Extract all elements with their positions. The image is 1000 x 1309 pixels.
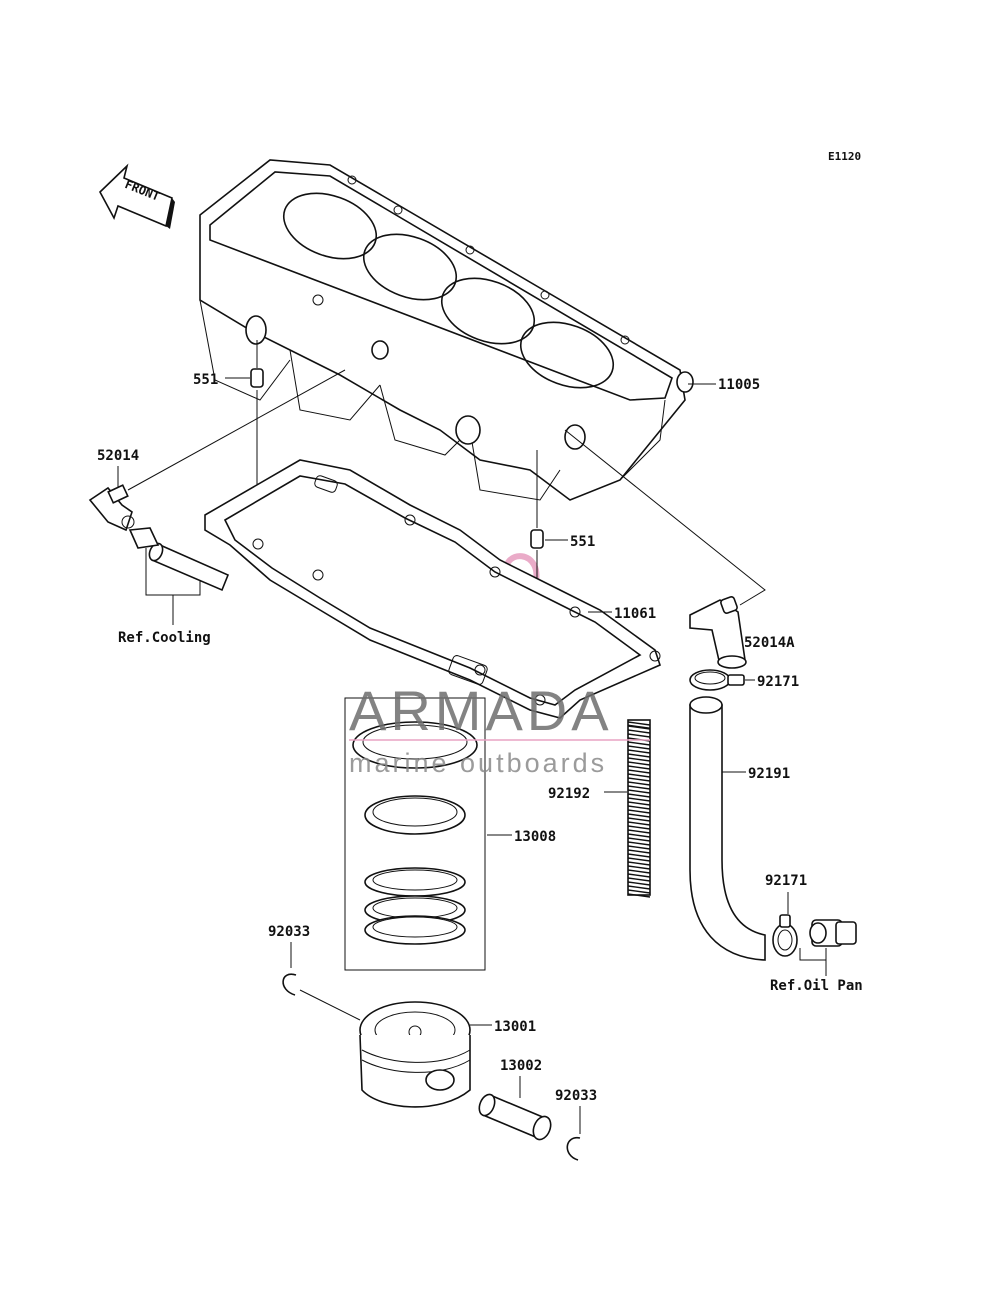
spring-coil-line: [627, 857, 651, 862]
part-label-92171-lower[interactable]: 92171: [765, 873, 807, 889]
part-label-551-lower[interactable]: 551: [570, 534, 595, 550]
dowel-pin-upper[interactable]: [250, 368, 264, 388]
spring-coil-line: [627, 745, 651, 750]
front-arrow-icon: FRONT: [99, 163, 175, 229]
part-label-92033-right[interactable]: 92033: [555, 1088, 597, 1104]
spring-coil-line: [627, 889, 651, 894]
part-label-13008[interactable]: 13008: [514, 829, 556, 845]
spring-coil-line: [627, 873, 651, 878]
spring-coil-line: [627, 789, 651, 794]
part-label-92191[interactable]: 92191: [748, 766, 790, 782]
spring-coil-line: [627, 841, 651, 846]
spring-coil-line: [627, 869, 651, 874]
spring-coil-line: [627, 817, 651, 822]
cooling-hose[interactable]: [128, 527, 230, 592]
spring-coil-line: [627, 733, 651, 738]
spring-coil-line: [627, 861, 651, 866]
diagram-code: E1120: [828, 150, 861, 163]
spring-coil-line: [627, 777, 651, 782]
circlip-left[interactable]: [282, 973, 297, 996]
part-label-92033-left[interactable]: 92033: [268, 924, 310, 940]
spring-coil-line: [627, 757, 651, 762]
elbow-fitting-52014a[interactable]: [689, 596, 747, 669]
watermark-tagline: marine outboards: [349, 748, 607, 778]
part-label-52014[interactable]: 52014: [97, 448, 139, 464]
spring-coil-line: [627, 885, 651, 890]
head-gasket[interactable]: [204, 459, 661, 719]
spring-coil-line: [627, 765, 651, 770]
dowel-pin-lower[interactable]: [530, 529, 544, 549]
spring-coil-line: [627, 845, 651, 850]
spring-coil-line: [627, 813, 651, 818]
piston-ring-set[interactable]: [352, 721, 478, 945]
part-label-11005[interactable]: 11005: [718, 377, 760, 393]
spring-coil-line: [627, 801, 651, 806]
oil-pan-fitting[interactable]: [809, 919, 857, 947]
spring-coil-line: [627, 881, 651, 886]
spring-coil-line: [627, 797, 651, 802]
spring-coil-line: [627, 805, 651, 810]
ref-oil-pan-label: Ref.Oil Pan: [770, 978, 863, 994]
spring-coil-line: [627, 865, 651, 870]
ref-cooling-label: Ref.Cooling: [118, 630, 211, 646]
spring-coil-line: [627, 741, 651, 746]
piston-ring-set-box: [344, 697, 486, 971]
piston[interactable]: [359, 1001, 471, 1108]
spring-coil-line: [627, 725, 651, 730]
oil-hose-92191[interactable]: [689, 696, 766, 961]
spring-coil-line: [627, 825, 651, 830]
spring-coil-line: [627, 749, 651, 754]
spring-coil-line: [627, 753, 651, 758]
spring-coil-line: [627, 893, 651, 898]
spring-coil-line: [627, 821, 651, 826]
spring-coil-line: [627, 849, 651, 854]
part-label-13002[interactable]: 13002: [500, 1058, 542, 1074]
spring-coil-line: [627, 809, 651, 814]
spring-coil-line: [627, 721, 651, 726]
spring-coil-line: [627, 729, 651, 734]
spring-coil-line: [627, 785, 651, 790]
circlip-right[interactable]: [566, 1137, 581, 1161]
spring-coil-line: [627, 853, 651, 858]
spring-coil-line: [627, 773, 651, 778]
cylinder-block[interactable]: [199, 159, 694, 501]
spring-coils: [627, 721, 651, 898]
spring-coil-line: [627, 781, 651, 786]
watermark-brand: ARMADA: [349, 679, 613, 742]
part-label-13001[interactable]: 13001: [494, 1019, 536, 1035]
part-label-11061[interactable]: 11061: [614, 606, 656, 622]
spring-coil-line: [627, 769, 651, 774]
spring-coil-line: [627, 877, 651, 882]
hose-clamp-upper[interactable]: [689, 669, 745, 691]
hose-clamp-lower[interactable]: [772, 914, 798, 957]
spring-coil-line: [627, 793, 651, 798]
spring-coil-line: [627, 829, 651, 834]
spring-coil-line: [627, 761, 651, 766]
part-label-92171-upper[interactable]: 92171: [757, 674, 799, 690]
part-label-92192[interactable]: 92192: [548, 786, 590, 802]
fitting-52014[interactable]: [88, 484, 135, 532]
spring-coil-line: [627, 833, 651, 838]
piston-pin[interactable]: [476, 1092, 554, 1142]
part-label-551-upper[interactable]: 551: [193, 372, 218, 388]
spring-coil-line: [627, 837, 651, 842]
part-label-52014a[interactable]: 52014A: [744, 635, 795, 651]
